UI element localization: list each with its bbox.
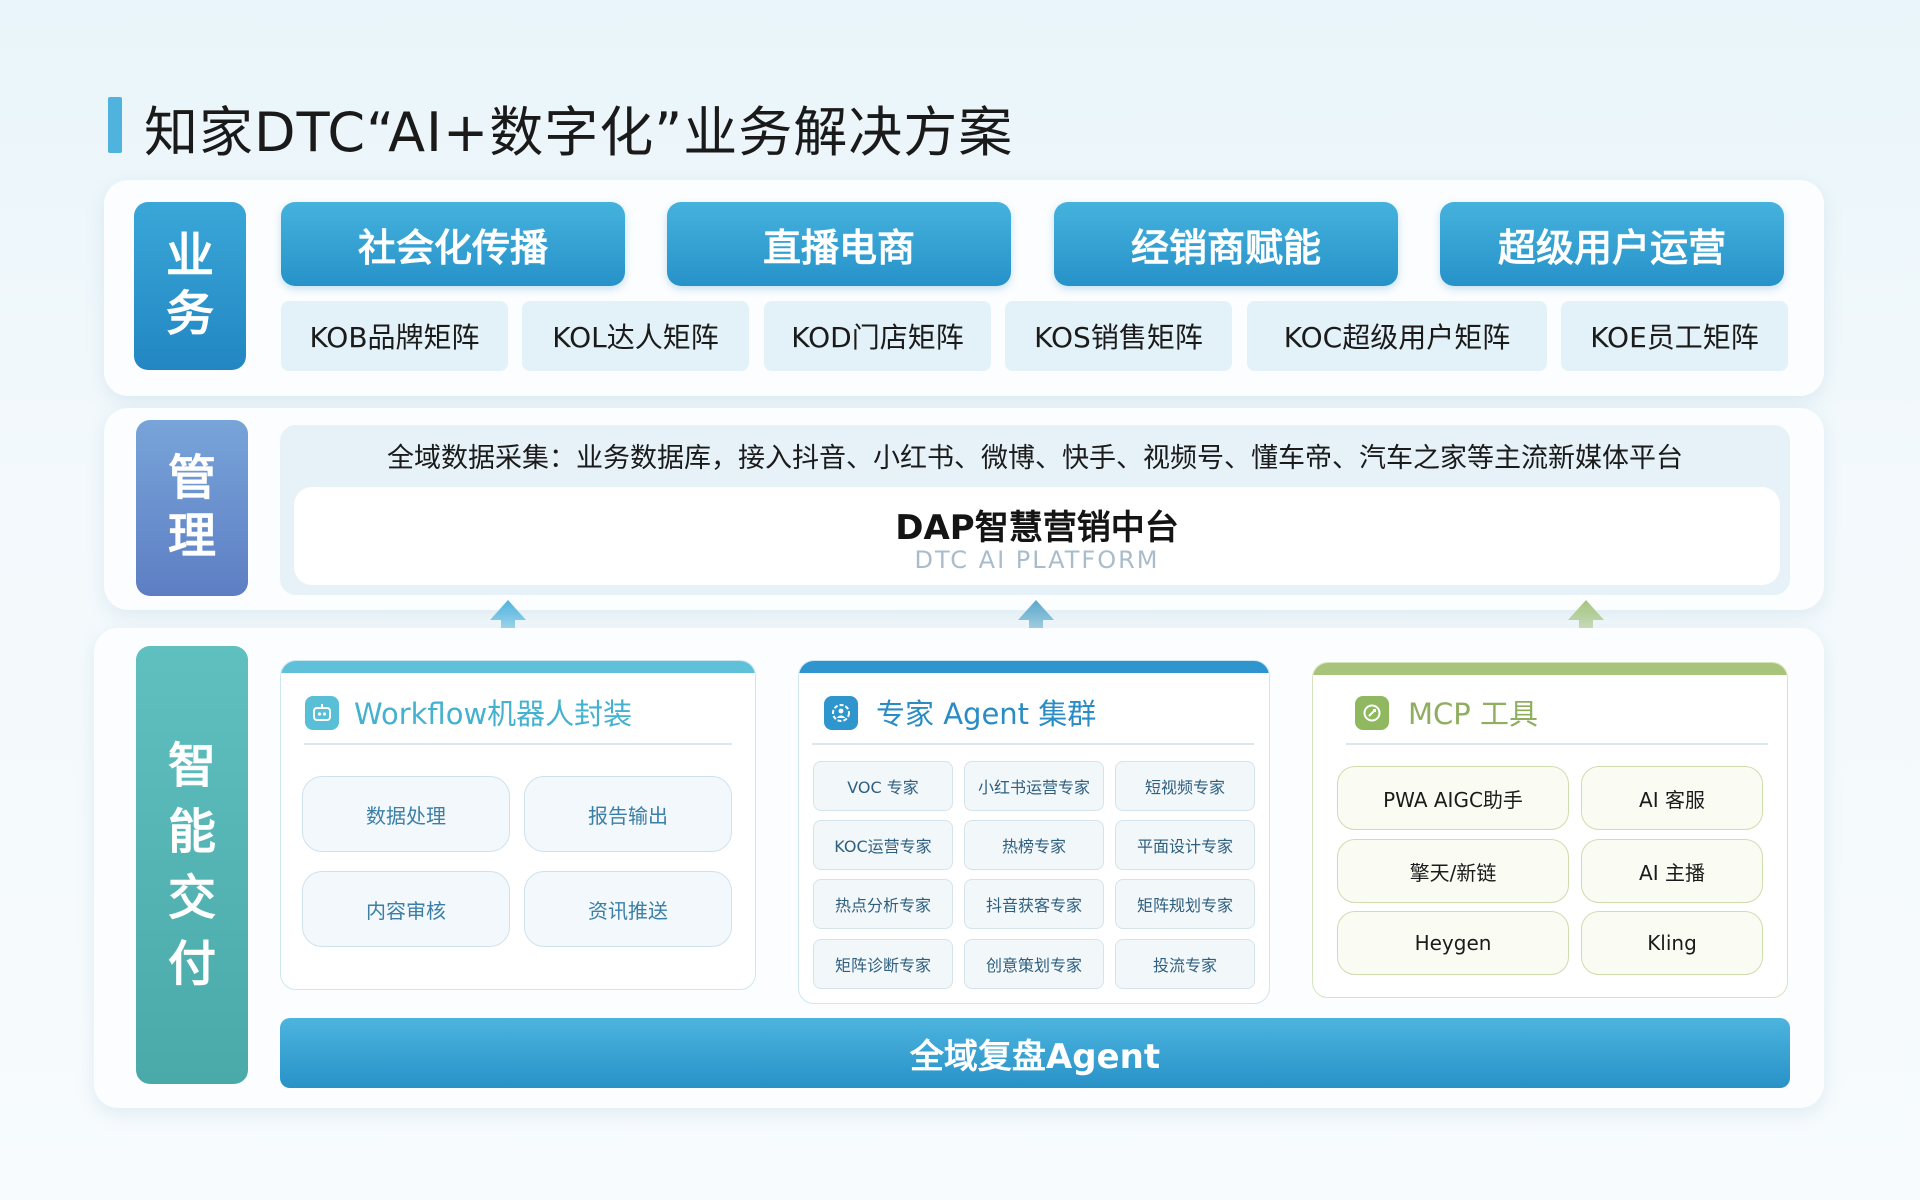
data-collection-text: 全域数据采集：业务数据库，接入抖音、小红书、微博、快手、视频号、懂车帝、汽车之家… xyxy=(387,443,1683,474)
expert-agent-item: 投流专家 xyxy=(1115,939,1255,989)
dap-platform-box xyxy=(294,487,1780,585)
mcp-tool-icon xyxy=(1355,696,1389,730)
agent-card-accent xyxy=(799,661,1269,673)
page-title: 知家DTC“AI+数字化”业务解决方案 xyxy=(144,101,1014,164)
workflow-item: 数据处理 xyxy=(302,776,510,852)
mcp-card-accent xyxy=(1313,663,1787,675)
workflow-item: 内容审核 xyxy=(302,871,510,947)
matrix-koc: KOC超级用户矩阵 xyxy=(1247,301,1547,371)
matrix-kos: KOS销售矩阵 xyxy=(1005,301,1232,371)
mcp-tool-item: Heygen xyxy=(1337,911,1569,975)
mcp-tool-item: AI 客服 xyxy=(1581,766,1763,830)
expert-agent-item: 抖音获客专家 xyxy=(964,879,1104,929)
matrix-kol: KOL达人矩阵 xyxy=(522,301,749,371)
expert-agent-item: 热榜专家 xyxy=(964,820,1104,870)
expert-agent-item: 短视频专家 xyxy=(1115,761,1255,811)
mcp-tools-title: MCP 工具 xyxy=(1408,697,1538,731)
workflow-card-accent xyxy=(281,661,755,673)
mcp-tool-item: PWA AIGC助手 xyxy=(1337,766,1569,830)
mcp-tool-item: 擎天/新链 xyxy=(1337,839,1569,903)
matrix-kod: KOD门店矩阵 xyxy=(764,301,991,371)
expert-agent-item: 小红书运营专家 xyxy=(964,761,1104,811)
expert-agent-item: 热点分析专家 xyxy=(813,879,953,929)
workflow-item: 报告输出 xyxy=(524,776,732,852)
expert-agent-item: 矩阵规划专家 xyxy=(1115,879,1255,929)
intelligence-label: 智能交付 xyxy=(136,646,248,1084)
mcp-tool-item: Kling xyxy=(1581,911,1763,975)
business-header-live-commerce: 直播电商 xyxy=(667,202,1011,286)
robot-icon xyxy=(305,696,339,730)
expert-agent-item: 平面设计专家 xyxy=(1115,820,1255,870)
workflow-card-divider xyxy=(304,743,732,745)
mcp-tool-item: AI 主播 xyxy=(1581,839,1763,903)
agent-card-divider xyxy=(812,743,1254,745)
business-label: 业务 xyxy=(134,202,246,370)
expert-agent-item: 创意策划专家 xyxy=(964,939,1104,989)
business-header-dealer: 经销商赋能 xyxy=(1054,202,1398,286)
expert-agent-item: 矩阵诊断专家 xyxy=(813,939,953,989)
global-review-agent-bar: 全域复盘Agent xyxy=(280,1018,1790,1088)
management-label: 管理 xyxy=(136,420,248,596)
matrix-koe: KOE员工矩阵 xyxy=(1561,301,1788,371)
business-header-social: 社会化传播 xyxy=(281,202,625,286)
dap-platform-title: DAP智慧营销中台 xyxy=(895,508,1179,548)
expert-agent-item: VOC 专家 xyxy=(813,761,953,811)
agent-cluster-icon xyxy=(824,696,858,730)
business-header-super-user: 超级用户运营 xyxy=(1440,202,1784,286)
workflow-item: 资讯推送 xyxy=(524,871,732,947)
mcp-card-divider xyxy=(1346,743,1768,745)
matrix-kob: KOB品牌矩阵 xyxy=(281,301,508,371)
expert-agent-item: KOC运营专家 xyxy=(813,820,953,870)
dap-platform-subtitle: DTC AI PLATFORM xyxy=(914,546,1160,574)
agent-cluster-title: 专家 Agent 集群 xyxy=(876,697,1097,731)
title-accent-bar xyxy=(108,97,122,153)
workflow-card-title: Workflow机器人封装 xyxy=(354,697,633,731)
